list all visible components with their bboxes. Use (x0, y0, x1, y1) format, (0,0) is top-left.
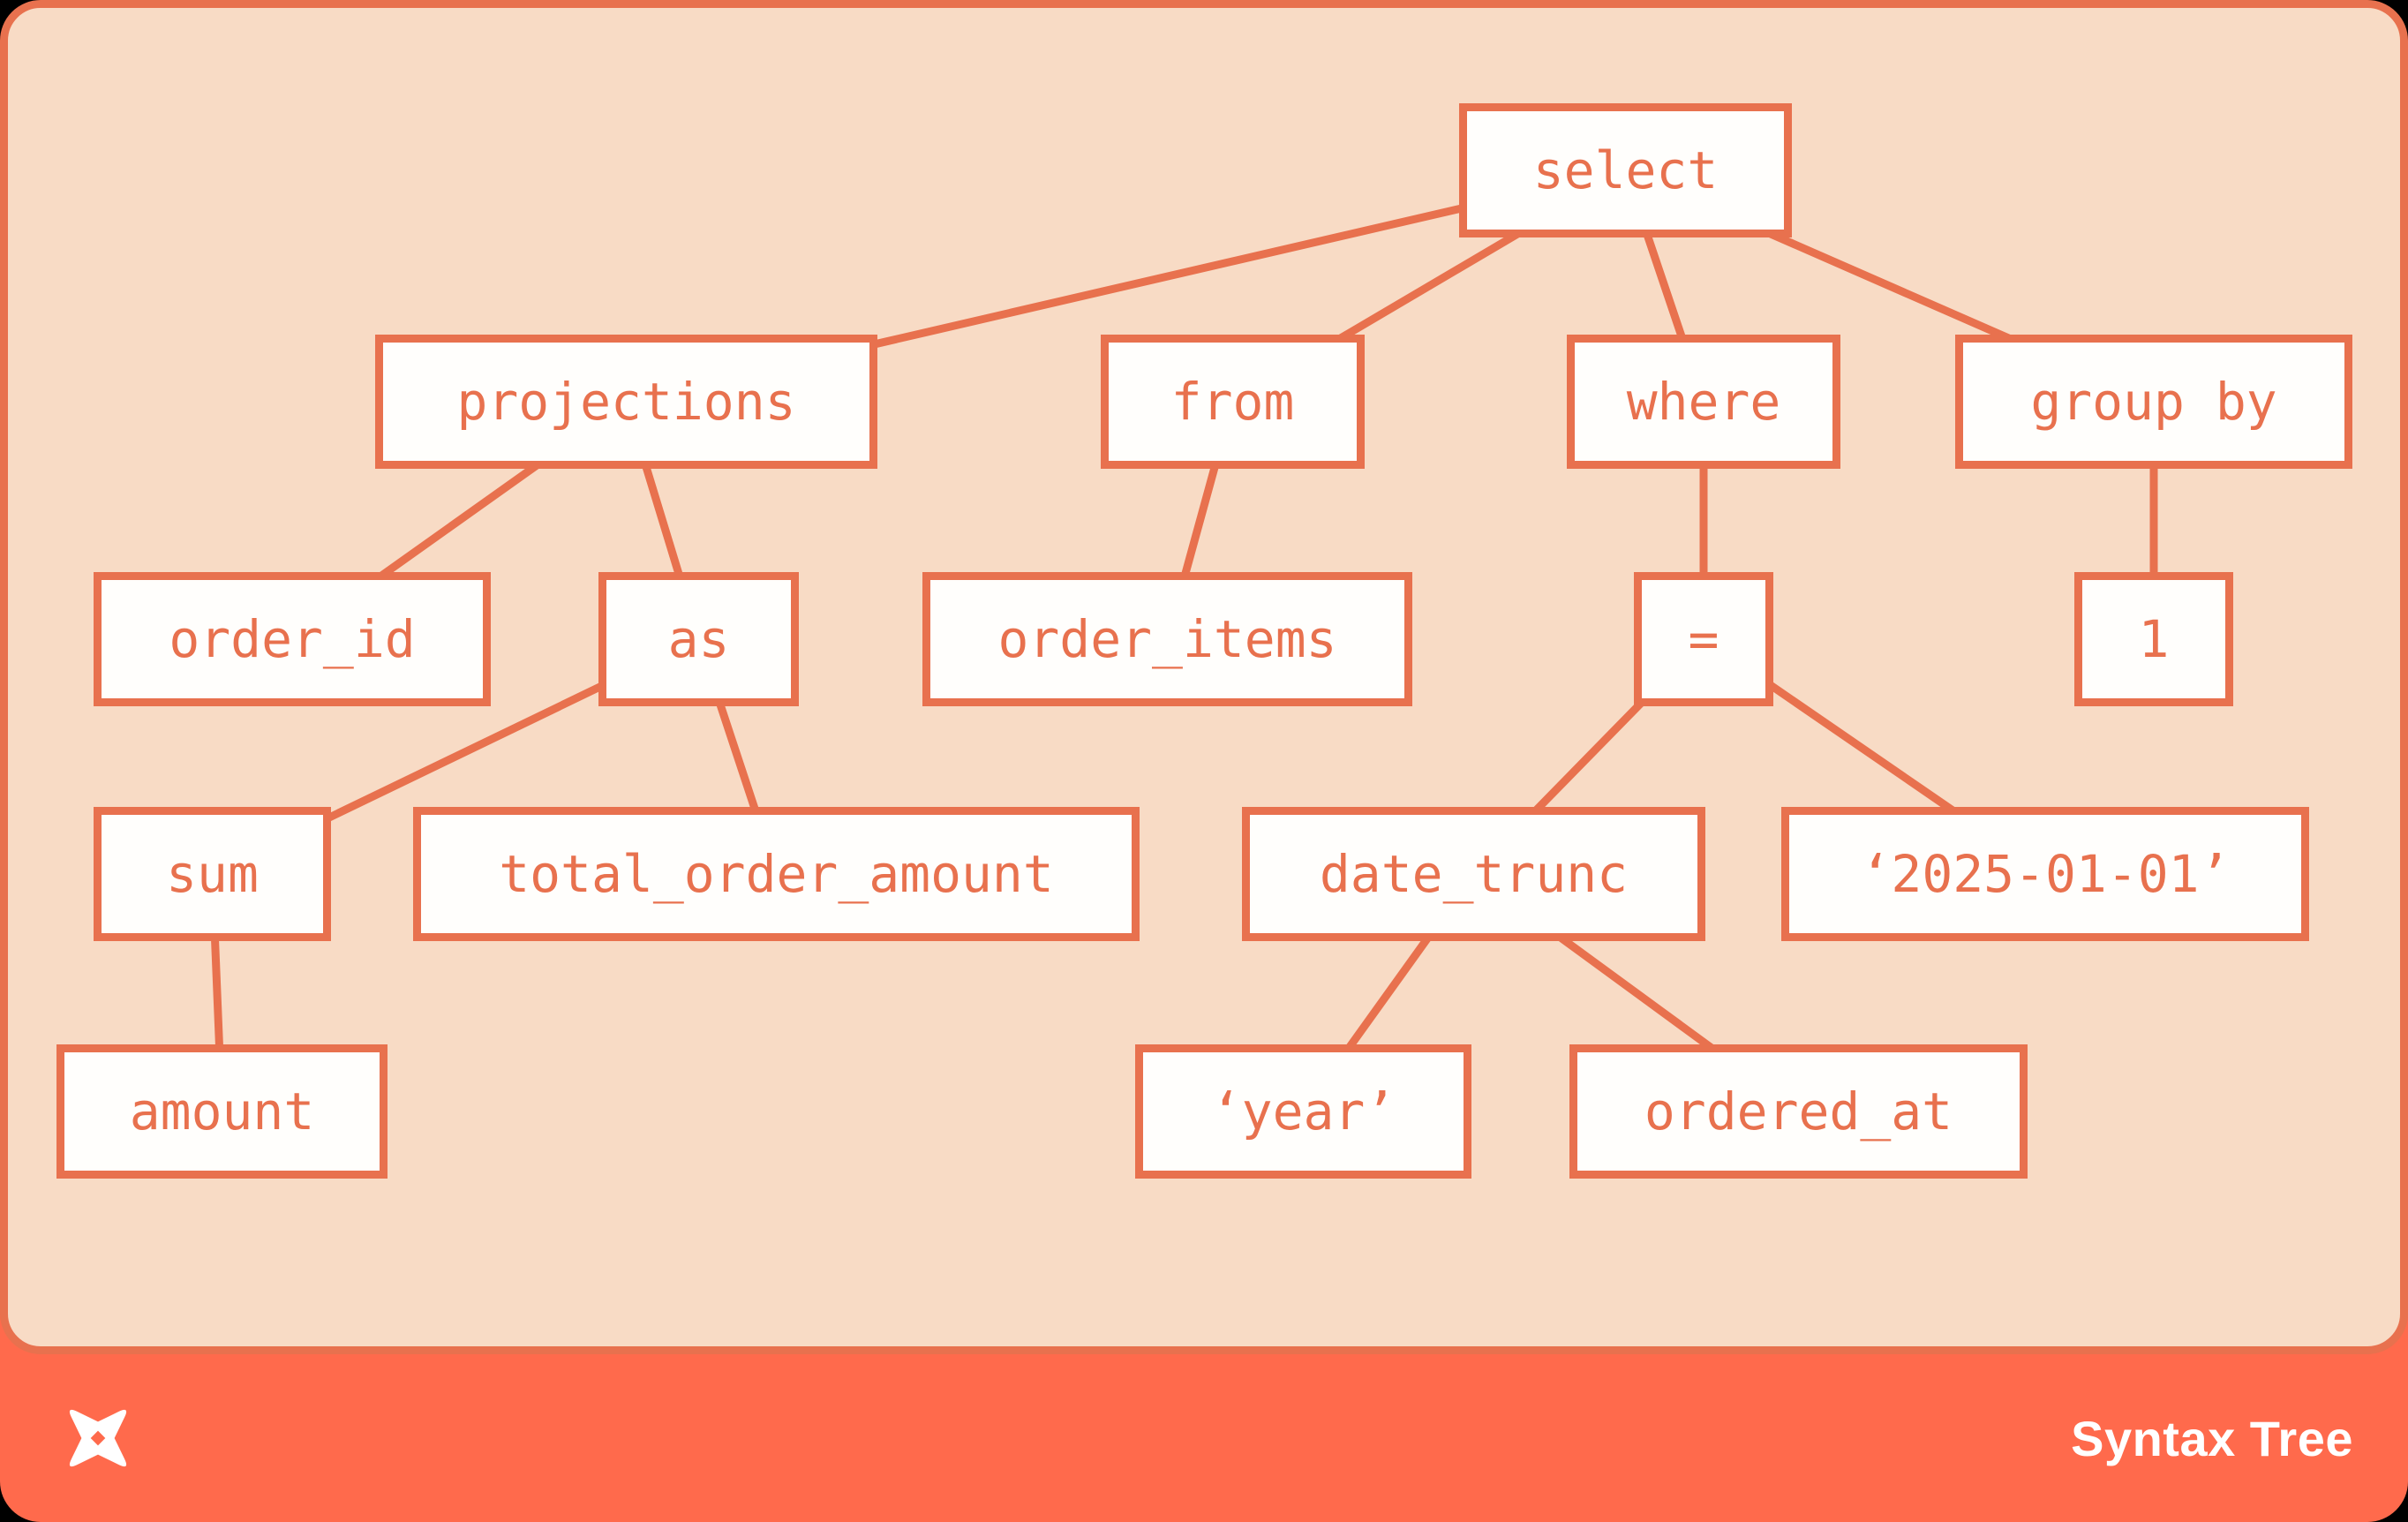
tree-node-label: 1 (2138, 609, 2170, 669)
tree-node-label: where (1626, 372, 1781, 432)
tree-node-sum: sum (94, 807, 331, 941)
tree-node-label: date_trunc (1319, 844, 1629, 904)
tree-node-label: as (667, 609, 730, 669)
tree-node-order_items: order_items (922, 572, 1412, 706)
tree-node-ordered_at: ordered_at (1569, 1044, 2028, 1179)
dbt-pinwheel-logo-icon (69, 1409, 127, 1467)
tree-node-label: from (1170, 372, 1295, 432)
tree-node-label: ‘2025-01-01’ (1860, 844, 2231, 904)
tree-node-label: order_items (997, 609, 1337, 669)
tree-node-label: order_id (169, 609, 416, 669)
tree-node-date_literal: ‘2025-01-01’ (1781, 807, 2309, 941)
tree-node-label: amount (129, 1081, 315, 1142)
tree-node-where: where (1567, 335, 1840, 469)
tree-node-group_by: group by (1955, 335, 2352, 469)
tree-node-eq: = (1634, 572, 1773, 706)
tree-node-total_order_amount: total_order_amount (413, 807, 1140, 941)
tree-node-label: sum (166, 844, 259, 904)
tree-node-label: total_order_amount (499, 844, 1054, 904)
footer-title: Syntax Tree (2071, 1410, 2353, 1466)
tree-node-label: ‘year’ (1210, 1081, 1396, 1142)
tree-node-label: select (1532, 140, 1719, 200)
tree-node-as: as (598, 572, 799, 706)
tree-node-label: group by (2030, 372, 2277, 432)
tree-node-order_id: order_id (94, 572, 491, 706)
footer-bar: Syntax Tree (0, 1354, 2408, 1522)
tree-node-select: select (1459, 103, 1792, 237)
tree-node-amount: amount (56, 1044, 388, 1179)
tree-node-from: from (1101, 335, 1365, 469)
tree-node-label: projections (456, 372, 796, 432)
tree-node-label: = (1688, 609, 1719, 669)
tree-node-projections: projections (375, 335, 877, 469)
tree-node-year_literal: ‘year’ (1135, 1044, 1471, 1179)
tree-node-one: 1 (2074, 572, 2233, 706)
tree-node-date_trunc: date_trunc (1242, 807, 1705, 941)
tree-nodes-layer: select projections from where group by order_… (56, 103, 2352, 1179)
tree-node-label: ordered_at (1644, 1081, 1953, 1142)
